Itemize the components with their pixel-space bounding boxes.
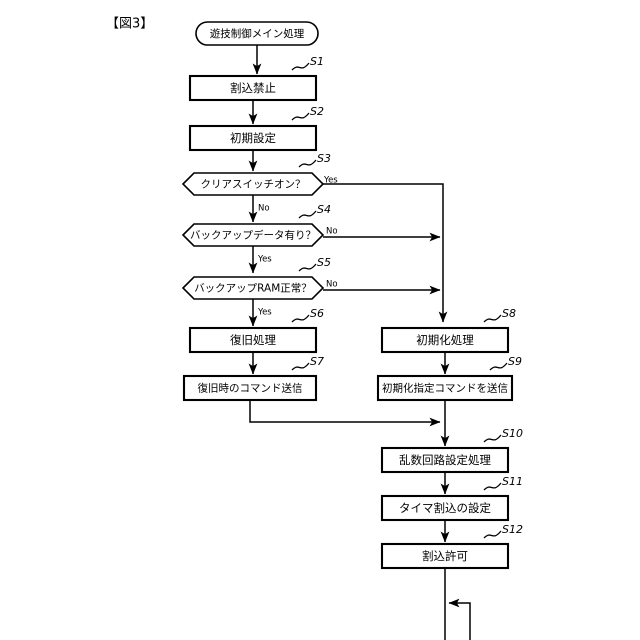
step-label-s11: S11 [502,475,523,488]
node-s6-label: 復旧処理 [230,333,276,347]
branch-label-s4-yes: Yes [257,255,272,265]
step-label-s10: S10 [502,427,523,440]
edge-s3-yes-to-s8 [323,183,448,323]
node-s10: 乱数回路設定処理 [380,446,510,474]
leader-s10 [483,434,502,443]
leader-s12 [483,530,502,539]
edge-s7-to-trunk [249,400,441,427]
node-s2-label: 初期設定 [230,131,276,145]
node-s1-label: 割込禁止 [230,81,276,95]
step-label-s9: S9 [508,355,522,368]
node-s7-label: 復旧時のコマンド送信 [198,382,303,395]
node-s12: 割込許可 [380,542,510,570]
node-s12-label: 割込許可 [422,549,468,563]
node-start-label: 遊技制御メイン処理 [210,27,305,40]
leader-s11 [483,482,502,491]
node-s9-label: 初期化指定コマンドを送信 [382,382,508,395]
node-s7: 復旧時のコマンド送信 [182,374,318,402]
leader-s9 [489,362,508,371]
branch-label-s3-yes: Yes [323,176,338,186]
node-s5-label: バックアップRAM正常？ [194,282,312,295]
node-s3: クリアスイッチオン？ [181,172,325,196]
step-label-s1: S1 [310,55,324,68]
node-start: 遊技制御メイン処理 [195,21,319,46]
node-s4: バックアップデータ有り？ [181,223,325,247]
step-label-s2: S2 [310,105,324,118]
node-s1: 割込禁止 [188,74,318,102]
leader-s5 [298,263,317,272]
leader-s3 [298,159,317,168]
figure-caption: 【図3】 [106,17,153,32]
node-s8: 初期化処理 [380,326,510,354]
step-label-s6: S6 [310,307,324,320]
node-s10-label: 乱数回路設定処理 [399,453,491,467]
edge-loop-back [448,598,471,640]
step-label-s7: S7 [310,355,324,368]
branch-label-s4-no: No [326,227,338,237]
leader-s7 [291,362,310,371]
step-label-s5: S5 [317,256,331,269]
step-label-s4: S4 [317,203,331,216]
step-label-s8: S8 [502,307,516,320]
step-label-s3: S3 [317,152,331,165]
leader-s4 [298,210,317,219]
node-s9: 初期化指定コマンドを送信 [376,374,514,402]
node-s8-label: 初期化処理 [416,333,474,347]
node-s11-label: タイマ割込の設定 [399,501,491,515]
branch-label-s5-no: No [326,280,338,290]
node-s4-label: バックアップデータ有り？ [190,229,316,242]
leader-s1 [291,62,310,71]
node-s11: タイマ割込の設定 [380,494,510,522]
leader-s6 [291,314,310,323]
branch-label-s3-no: No [258,204,270,214]
node-s2: 初期設定 [188,124,318,152]
node-s6: 復旧処理 [188,326,318,354]
branch-label-s5-yes: Yes [257,308,272,318]
node-s3-label: クリアスイッチオン？ [201,179,306,191]
step-label-s12: S12 [502,523,523,536]
leader-s8 [483,314,502,323]
node-s5: バックアップRAM正常？ [181,276,325,300]
leader-s2 [291,112,310,121]
